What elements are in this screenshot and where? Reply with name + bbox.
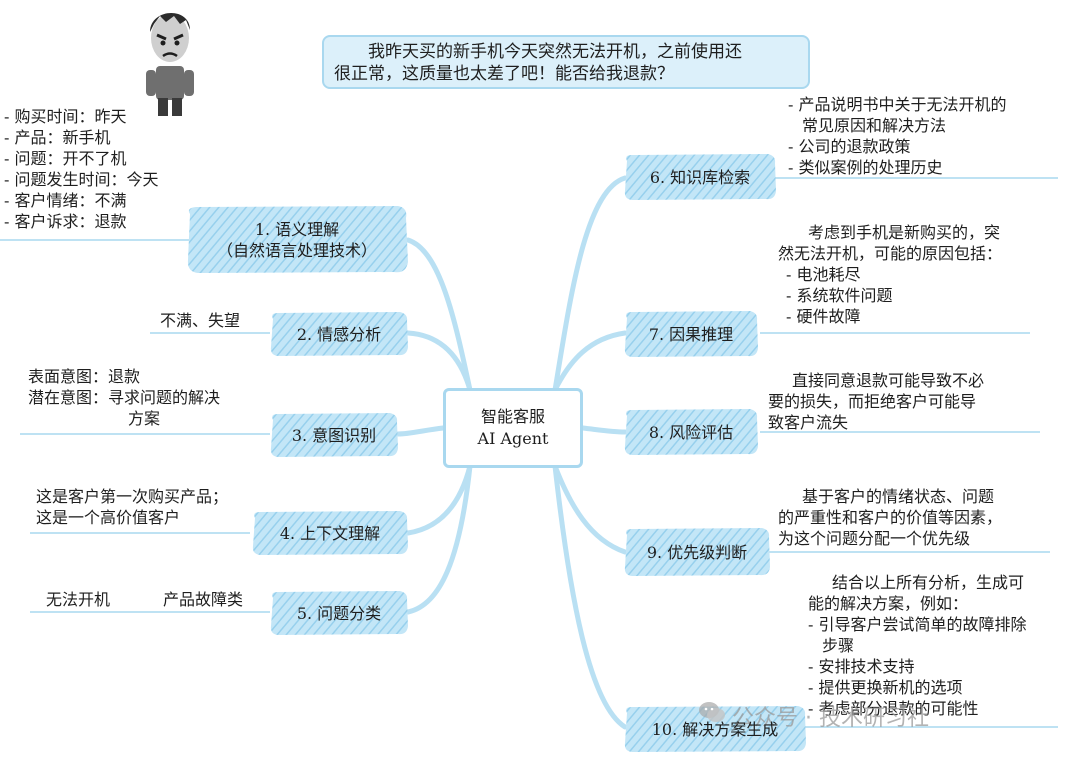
note-item: - 安排技术支持	[808, 657, 915, 676]
branch-9	[552, 463, 628, 555]
note-item: - 系统软件问题	[786, 286, 893, 305]
node-10-label: 10. 解决方案生成	[651, 719, 779, 739]
node-9-notes: 基于客户的情绪状态、问题 的严重性和客户的价值等因素， 为这个问题分配一个优先级	[778, 486, 1002, 549]
node-priority-judgment: 9. 优先级判断	[622, 527, 772, 577]
node-10-shape	[624, 706, 806, 752]
node-5-label: 5. 问题分类	[296, 603, 382, 623]
node-4-shape	[252, 511, 408, 555]
note-item: - 问题：开不了机	[4, 149, 127, 168]
angry-man-icon	[146, 12, 194, 116]
note-item: - 提供更换新机的选项	[808, 678, 963, 697]
node-risk-assessment: 8. 风险评估	[622, 408, 760, 456]
node-6-notes: - 产品说明书中关于无法开机的 常见原因和解决方法 - 公司的退款政策 - 类似…	[788, 94, 1007, 178]
note-item: 潜在意图：寻求问题的解决	[28, 388, 221, 407]
node-intent-recognition: 3. 意图识别	[268, 412, 400, 458]
node-context-understanding: 4. 上下文理解	[250, 510, 410, 556]
node-9-shape	[624, 528, 770, 576]
note-item: 产品故障类	[163, 590, 244, 609]
node-1-label-line-2: （自然语言处理技术）	[216, 241, 377, 260]
node-6-label: 6. 知识库检索	[649, 167, 751, 187]
note-item: 步骤	[822, 636, 855, 655]
note-item: 能的解决方案，例如：	[808, 594, 969, 613]
center-title: 智能客服	[480, 407, 545, 426]
note-item: - 产品：新手机	[4, 128, 111, 147]
branch-2	[405, 330, 473, 393]
node-7-notes: 考虑到手机是新购买的，突 然无法开机，可能的原因包括： - 电池耗尽 - 系统软…	[778, 222, 1002, 327]
note-item: - 硬件故障	[786, 307, 861, 326]
note-item: - 产品说明书中关于无法开机的	[788, 95, 1007, 114]
node-2-shape	[270, 312, 408, 356]
branch-5	[405, 463, 473, 615]
note-item: - 电池耗尽	[786, 265, 861, 284]
note-item: 常见原因和解决方法	[802, 116, 947, 135]
note-item: - 考虑部分退款的可能性	[808, 699, 979, 718]
node-solution-generation: 10. 解决方案生成	[622, 705, 808, 753]
note-item: 基于客户的情绪状态、问题	[802, 487, 995, 506]
node-10-notes: 结合以上所有分析，生成可 能的解决方案，例如： - 引导客户尝试简单的故障排除 …	[808, 572, 1027, 719]
node-1-label-line-1: 1. 语义理解	[254, 220, 340, 239]
node-issue-classification: 5. 问题分类	[268, 590, 410, 636]
note-item: - 客户情绪：不满	[4, 191, 127, 210]
branch-10	[552, 463, 628, 730]
branch-6	[552, 175, 628, 393]
wechat-icon	[699, 702, 725, 722]
branch-7	[552, 330, 628, 393]
node-8-shape	[624, 409, 758, 455]
node-8-notes: 直接同意退款可能导致不必 要的损失，而拒绝客户可能导 致客户流失	[768, 370, 984, 433]
note-item: 这是一个高价值客户	[36, 508, 181, 527]
node-3-label: 3. 意图识别	[291, 425, 377, 445]
note-item: - 客户诉求：退款	[4, 212, 127, 231]
note-item: 要的损失，而拒绝客户可能导	[768, 392, 977, 411]
node-3-notes: 表面意图：退款 潜在意图：寻求问题的解决 方案	[28, 366, 220, 429]
note-item: 结合以上所有分析，生成可	[832, 573, 1025, 592]
note-item: 致客户流失	[768, 413, 849, 432]
note-item: - 公司的退款政策	[788, 137, 911, 156]
branch-3	[395, 425, 446, 437]
node-knowledge-retrieval: 6. 知识库检索	[622, 153, 778, 201]
note-item: 方案	[128, 409, 161, 428]
node-4-label: 4. 上下文理解	[279, 523, 381, 543]
customer-message-line-2: 很正常，这质量也太差了吧！能否给我退款？	[334, 64, 674, 84]
node-semantic-understanding: 1. 语义理解 （自然语言处理技术）	[184, 204, 410, 276]
customer-message-line-1: 我昨天买的新手机今天突然无法开机，之前使用还	[368, 42, 742, 62]
note-item: - 类似案例的处理历史	[788, 158, 943, 177]
customer-message-bubble: 我昨天买的新手机今天突然无法开机，之前使用还 很正常，这质量也太差了吧！能否给我…	[322, 35, 810, 89]
note-item: 的严重性和客户的价值等因素，	[778, 508, 1003, 527]
note-item: 然无法开机，可能的原因包括：	[778, 244, 1003, 263]
branch-1	[405, 237, 473, 393]
branch-8	[580, 425, 628, 435]
node-1-notes: - 购买时间：昨天 - 产品：新手机 - 问题：开不了机 - 问题发生时间：今天…	[4, 106, 159, 232]
node-2-label: 2. 情感分析	[296, 324, 382, 344]
node-7-label: 7. 因果推理	[648, 324, 734, 344]
note-item: - 购买时间：昨天	[4, 107, 127, 126]
center-subtitle: AI Agent	[477, 429, 549, 448]
note-item: - 问题发生时间：今天	[4, 170, 159, 189]
center-node: 智能客服 AI Agent	[443, 388, 583, 468]
node-8-label: 8. 风险评估	[648, 422, 734, 442]
node-1-shape	[187, 206, 408, 273]
node-5-shape	[270, 591, 408, 635]
node-4-notes: 这是客户第一次购买产品； 这是一个高价值客户	[36, 486, 228, 528]
node-3-shape	[270, 413, 398, 457]
node-9-label: 9. 优先级判断	[646, 542, 748, 562]
node-causal-reasoning: 7. 因果推理	[622, 310, 760, 358]
watermark-text: 公众号 · 技术研习社	[732, 706, 929, 731]
note-item: 为这个问题分配一个优先级	[778, 529, 971, 548]
note-item: 无法开机	[46, 590, 111, 609]
note-item: 不满、失望	[160, 311, 241, 330]
node-sentiment-analysis: 2. 情感分析	[268, 311, 410, 357]
note-item: 直接同意退款可能导致不必	[792, 371, 985, 390]
note-item: 这是客户第一次购买产品；	[36, 487, 229, 506]
note-item: 考虑到手机是新购买的，突	[808, 223, 1001, 242]
note-item: 表面意图：退款	[28, 367, 141, 386]
node-6-shape	[624, 154, 776, 200]
note-item: - 引导客户尝试简单的故障排除	[808, 615, 1027, 634]
node-2-notes: 不满、失望	[160, 310, 240, 331]
node-7-shape	[624, 311, 758, 357]
